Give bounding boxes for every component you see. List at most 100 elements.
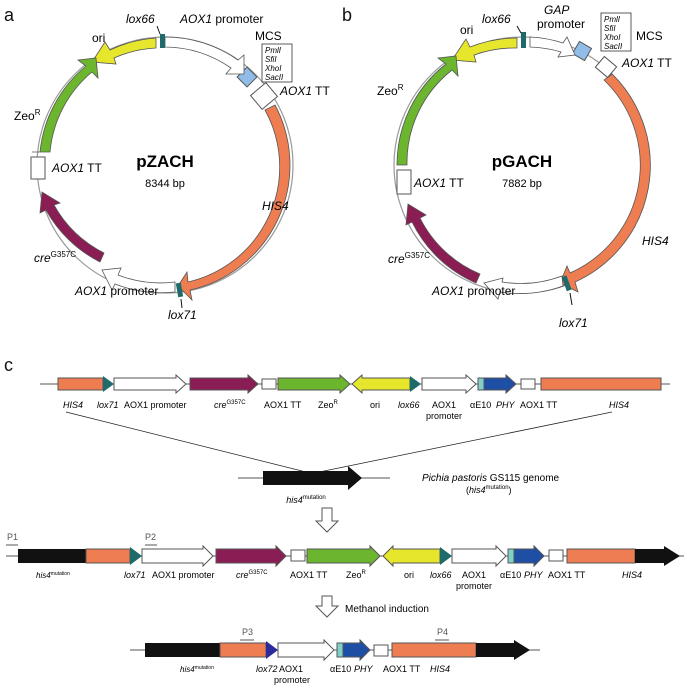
- mcs-sites-box-b: [600, 12, 632, 52]
- label-cre: creG357C: [214, 400, 246, 410]
- ae10-block-2: [507, 548, 515, 564]
- aox1-tt-left-box-b: [396, 169, 412, 195]
- label-aox1-promoter: AOX1 promoter: [124, 400, 187, 410]
- label-ae10: αE10: [470, 400, 491, 410]
- mcs-site-3-a: XhoI: [264, 64, 282, 73]
- aox1-promoter-arrow-2: [421, 373, 477, 395]
- label-aox1-tt-1: AOX1 TT: [264, 400, 302, 410]
- aox1-tt-box-1: [261, 378, 277, 390]
- zeor-arrow-a: [32, 57, 99, 153]
- plasmid-size-b: 7882 bp: [502, 178, 542, 190]
- label-aox1-3: AOX1: [462, 570, 486, 580]
- cre-arrow-2: [215, 544, 287, 568]
- label-aox1-tt-final: AOX1 TT: [383, 664, 421, 674]
- label-his4-left: HIS4: [63, 400, 83, 410]
- his4-mutation-tail-arrow: [635, 546, 680, 566]
- phy-arrow: [483, 373, 517, 395]
- label-aox1-tt-3: AOX1 TT: [290, 570, 328, 580]
- mcs-site-2-b: SfiI: [604, 24, 616, 33]
- methanol-induction-label: Methanol induction: [345, 604, 429, 615]
- his4-right-block: [540, 377, 662, 391]
- phy-arrow-final: [342, 638, 371, 662]
- zeor-arrow: [277, 373, 351, 395]
- ori-arrow: [351, 373, 411, 395]
- panel-b: b ori lox66 GAP promoter PmlI SfiI: [342, 3, 672, 330]
- lox71-leader-a: [180, 298, 183, 309]
- his4-mutation-label-integrated: his4mutation: [36, 571, 70, 580]
- label-ori-2: ori: [404, 570, 414, 580]
- mcs-site-1-a: PmlI: [265, 46, 282, 55]
- aox1-tt-right-box-a: [249, 81, 279, 111]
- label-ae10-final: αE10: [330, 664, 351, 674]
- panel-c-letter: c: [4, 355, 13, 375]
- his4-gene-b: [559, 73, 651, 293]
- lox71-triangle: [103, 376, 114, 392]
- aox1-promoter-bottom-a: [101, 267, 176, 294]
- zeor-arrow-2: [306, 544, 381, 568]
- his4-label-a: HIS4: [262, 199, 289, 213]
- label-aox1-tt-2: AOX1 TT: [520, 400, 558, 410]
- mcs-box-b: [571, 40, 593, 62]
- his4-mutation-label-final: his4mutation: [180, 665, 214, 674]
- aox1-tt-box-3: [290, 549, 306, 562]
- aox1-tt-right-box-b: [594, 55, 618, 79]
- mcs-label-b: MCS: [636, 29, 663, 43]
- cre-arrow-a: [39, 191, 105, 263]
- label-lox72: lox72: [256, 664, 278, 674]
- his4-left-block: [57, 377, 104, 391]
- p2-label: P2: [145, 532, 156, 542]
- ori-arrow-b: [451, 37, 518, 63]
- his4-mutation-label-genome: his4mutation: [286, 495, 326, 505]
- mcs-site-3-b: XhoI: [603, 33, 621, 42]
- integrated-row: P1 P2: [6, 532, 684, 568]
- label-lox66-2: lox66: [430, 570, 452, 580]
- label-phy-final: PHY: [354, 664, 374, 674]
- zeor-label-b: ZeoR: [377, 83, 404, 98]
- plasmid-name-b: pGACH: [492, 152, 552, 171]
- panel-a: a ori lox66 AOX1 promoter MCS PmlI: [4, 5, 330, 322]
- aox1-tt-right-label-b: AOX1 TT: [621, 56, 672, 70]
- his4-mutation-tail-final: [476, 640, 530, 660]
- lox71-triangle-2: [130, 547, 142, 565]
- lox66-leader-b: [516, 25, 522, 34]
- cre-arrow-b: [405, 203, 481, 284]
- cre-arrow: [189, 373, 259, 395]
- ae10-block-final: [336, 642, 344, 658]
- aox1-tt-left-label-a: AOX1 TT: [51, 161, 102, 175]
- aox1-tt-left-label-b: AOX1 TT: [413, 176, 464, 190]
- label-zeor: ZeoR: [318, 400, 339, 410]
- aox1-tt-box-2: [520, 378, 536, 390]
- label-phy-2: PHY: [524, 570, 544, 580]
- p3-label: P3: [242, 627, 253, 637]
- lox66-label-a: lox66: [126, 12, 155, 26]
- aox1-promoter-arrow: [113, 373, 187, 395]
- label-promoter: promoter: [426, 411, 462, 421]
- cre-label-b: creG357C: [388, 251, 430, 266]
- gap-label-b: GAP: [544, 3, 569, 17]
- aox1-tt-right-label-a: AOX1 TT: [279, 84, 330, 98]
- down-arrow-2: [314, 595, 340, 618]
- label-phy: PHY: [496, 400, 516, 410]
- cre-label-a: creG357C: [34, 250, 76, 265]
- label-promoter-3: promoter: [456, 581, 492, 591]
- genome-subtitle: (his4mutation): [466, 485, 512, 495]
- aox1-promoter-bottom-b: [483, 275, 564, 300]
- aox1-promoter-arrow-4: [451, 544, 507, 568]
- label-promoter-final: promoter: [274, 675, 310, 685]
- lox66-site-a: [160, 34, 165, 48]
- lox66-site-b: [521, 32, 526, 48]
- crossover-line-left: [65, 411, 331, 479]
- label-ori: ori: [370, 400, 380, 410]
- label-aox1-promoter-2: AOX1 promoter: [152, 570, 215, 580]
- crossover-line-right: [289, 411, 613, 479]
- label-lox71-2: lox71: [124, 570, 146, 580]
- ori-label-b: ori: [460, 23, 473, 37]
- p1-label: P1: [7, 532, 18, 542]
- mcs-sites-box-a: [261, 43, 293, 83]
- aox1-promoter-arrow-3: [141, 544, 214, 568]
- label-lox71: lox71: [97, 400, 119, 410]
- lox71-label-b: lox71: [559, 316, 588, 330]
- aox1-promoter-label-a: AOX1 promoter: [179, 12, 263, 26]
- his4-mutation-block: [18, 549, 86, 563]
- his4-partial-block: [85, 548, 131, 564]
